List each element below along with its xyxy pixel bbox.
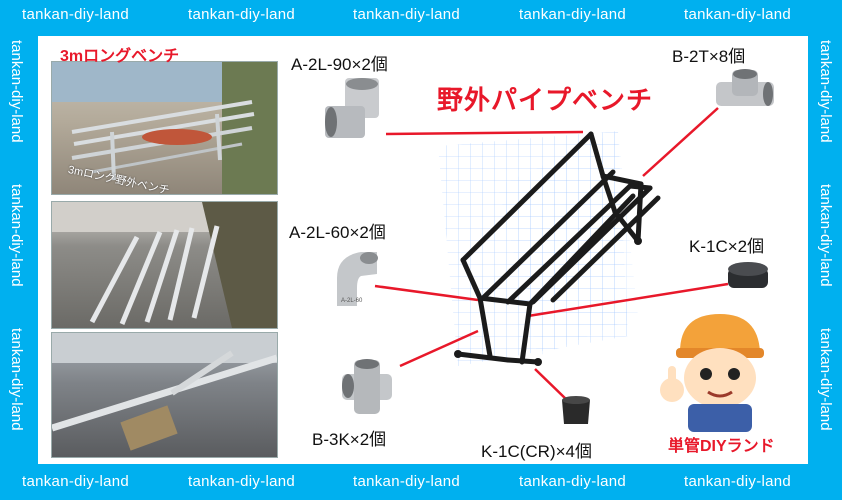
part-label-k1c: K-1C×2個 [689,237,765,256]
brand-logo-text: 単管DIYランド [668,438,775,455]
watermark-left-column: tankan-diy-land tankan-diy-land tankan-d… [6,36,26,466]
part-label-b2t: B-2T×8個 [672,47,746,66]
bench-frame-diagram [374,107,729,402]
photo-caption: 3mロングベンチ [60,48,180,65]
content-panel: 3mロングベンチ 3mロング野外ベンチ [38,36,808,464]
connector-line-k1ccr [534,368,569,402]
photo-assembly-drawing [52,333,277,451]
pipe-frame [455,131,661,365]
photo-disassembled-pipes [51,201,278,329]
watermark-text: tankan-diy-land [817,184,834,287]
watermark-top-row: tankan-diy-land tankan-diy-land tankan-d… [0,7,842,25]
watermark-text: tankan-diy-land [519,473,627,490]
watermark-text: tankan-diy-land [188,6,296,23]
watermark-text: tankan-diy-land [22,473,130,490]
end-cap-image [728,262,768,288]
watermark-text: tankan-diy-land [8,184,25,287]
watermark-text: tankan-diy-land [684,6,792,23]
page-title: 野外パイプベンチ [437,85,654,115]
watermark-text: tankan-diy-land [684,473,792,490]
watermark-right-column: tankan-diy-land tankan-diy-land tankan-d… [815,36,835,466]
photo-assembly-detail [51,332,278,458]
part-label-a2l60: A-2L-60×2個 [289,223,386,242]
watermark-text: tankan-diy-land [353,6,461,23]
watermark-text: tankan-diy-land [22,6,130,23]
watermark-text: tankan-diy-land [519,6,627,23]
photo-long-bench [51,61,278,195]
watermark-bottom-row: tankan-diy-land tankan-diy-land tankan-d… [0,474,842,492]
connector-line-b3k [399,329,479,368]
elbow-90-fitting-image [325,78,379,138]
tee-fitting-image [716,69,774,106]
mascot-character-image [660,314,764,432]
part-label-a2l90: A-2L-90×2個 [291,55,388,74]
watermark-text: tankan-diy-land [8,328,25,431]
connector-line-k1c [527,282,729,318]
elbow-60-fitting-image: A-2L-60 [337,252,378,306]
watermark-text: tankan-diy-land [353,473,461,490]
part-label-b3k: B-3K×2個 [312,430,387,449]
a2l60-stamp: A-2L-60 [341,298,363,304]
part-label-k1ccr: K-1C(CR)×4個 [481,442,592,461]
cross-fitting-image [342,359,392,414]
photo-long-bench-drawing [52,62,277,194]
watermark-text: tankan-diy-land [8,40,25,143]
photo-pipes-drawing [52,202,277,328]
connector-line-a2l60 [374,284,479,302]
watermark-text: tankan-diy-land [188,473,296,490]
rubber-foot-cap-image [562,396,590,424]
watermark-text: tankan-diy-land [817,328,834,431]
connector-line-b2t [642,107,719,177]
watermark-text: tankan-diy-land [817,40,834,143]
connector-line-a2l90 [385,130,584,136]
